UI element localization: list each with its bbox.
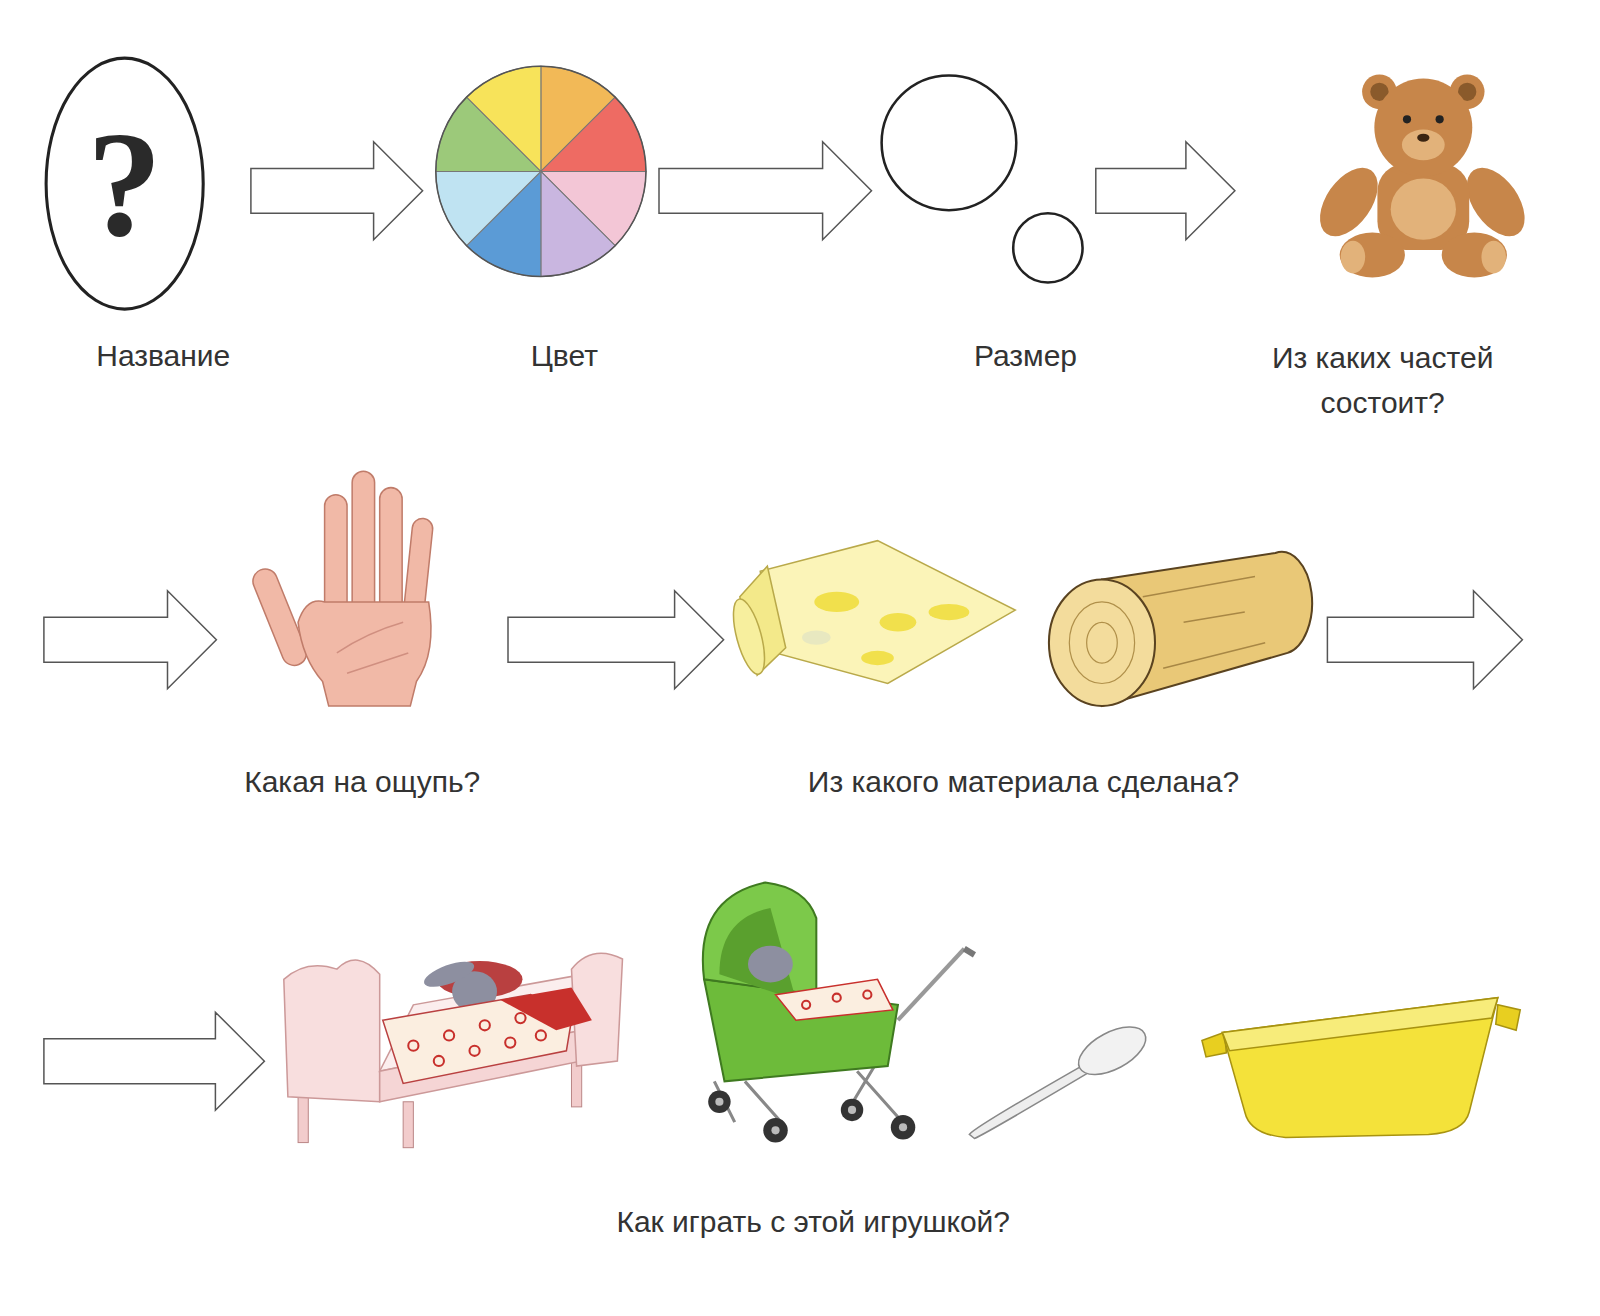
block-arrow-piece — [251, 142, 423, 240]
fabric-roll — [727, 541, 1015, 684]
block-arrow-piece — [1096, 142, 1235, 240]
step-caption: Из какого материала сделана? — [808, 764, 1239, 800]
flow-arrow — [1096, 142, 1235, 240]
hand-icon — [249, 471, 433, 706]
step-node: Какая на ощупь? — [222, 464, 502, 811]
flow-arrow — [44, 591, 1523, 1110]
color-wheel — [436, 66, 646, 276]
question-oval — [46, 58, 203, 309]
toy-bed — [284, 953, 623, 1147]
toy-spoon — [969, 1017, 1153, 1138]
flow-arrow — [659, 142, 872, 240]
teddy-bear — [1308, 74, 1536, 277]
wooden-log — [1049, 552, 1312, 706]
block-arrow-piece — [659, 142, 872, 240]
flow-arrow — [508, 591, 724, 689]
question-mark: ? — [87, 109, 162, 259]
step-node: Как играть с этой игрушкой? — [270, 872, 1525, 1250]
block-arrow-piece — [44, 591, 217, 689]
toy-bathtub — [1202, 998, 1520, 1138]
step-node: Размер — [878, 71, 1090, 382]
step-caption: Какая на ощупь? — [244, 764, 480, 800]
step-caption: Название — [96, 338, 230, 374]
step-node: Из какого материала сделана? — [730, 536, 1322, 812]
step-node: Цвет — [429, 61, 653, 382]
toy-stroller — [703, 882, 975, 1142]
step-node: ? Название — [41, 51, 245, 383]
step-caption: Цвет — [531, 338, 598, 374]
block-arrow-piece — [44, 1012, 265, 1110]
block-arrow-piece — [1327, 591, 1522, 689]
step-caption: Из каких частей состоит? — [1245, 335, 1521, 425]
step-node: Из каких частей состоит? — [1241, 71, 1525, 428]
step-caption: Как играть с этой игрушкой? — [616, 1204, 1010, 1240]
block-arrow-piece — [508, 591, 724, 689]
size-circles — [882, 75, 1083, 282]
step-caption: Размер — [974, 338, 1077, 374]
flow-arrow — [251, 142, 423, 240]
flow-arrow — [44, 591, 217, 689]
